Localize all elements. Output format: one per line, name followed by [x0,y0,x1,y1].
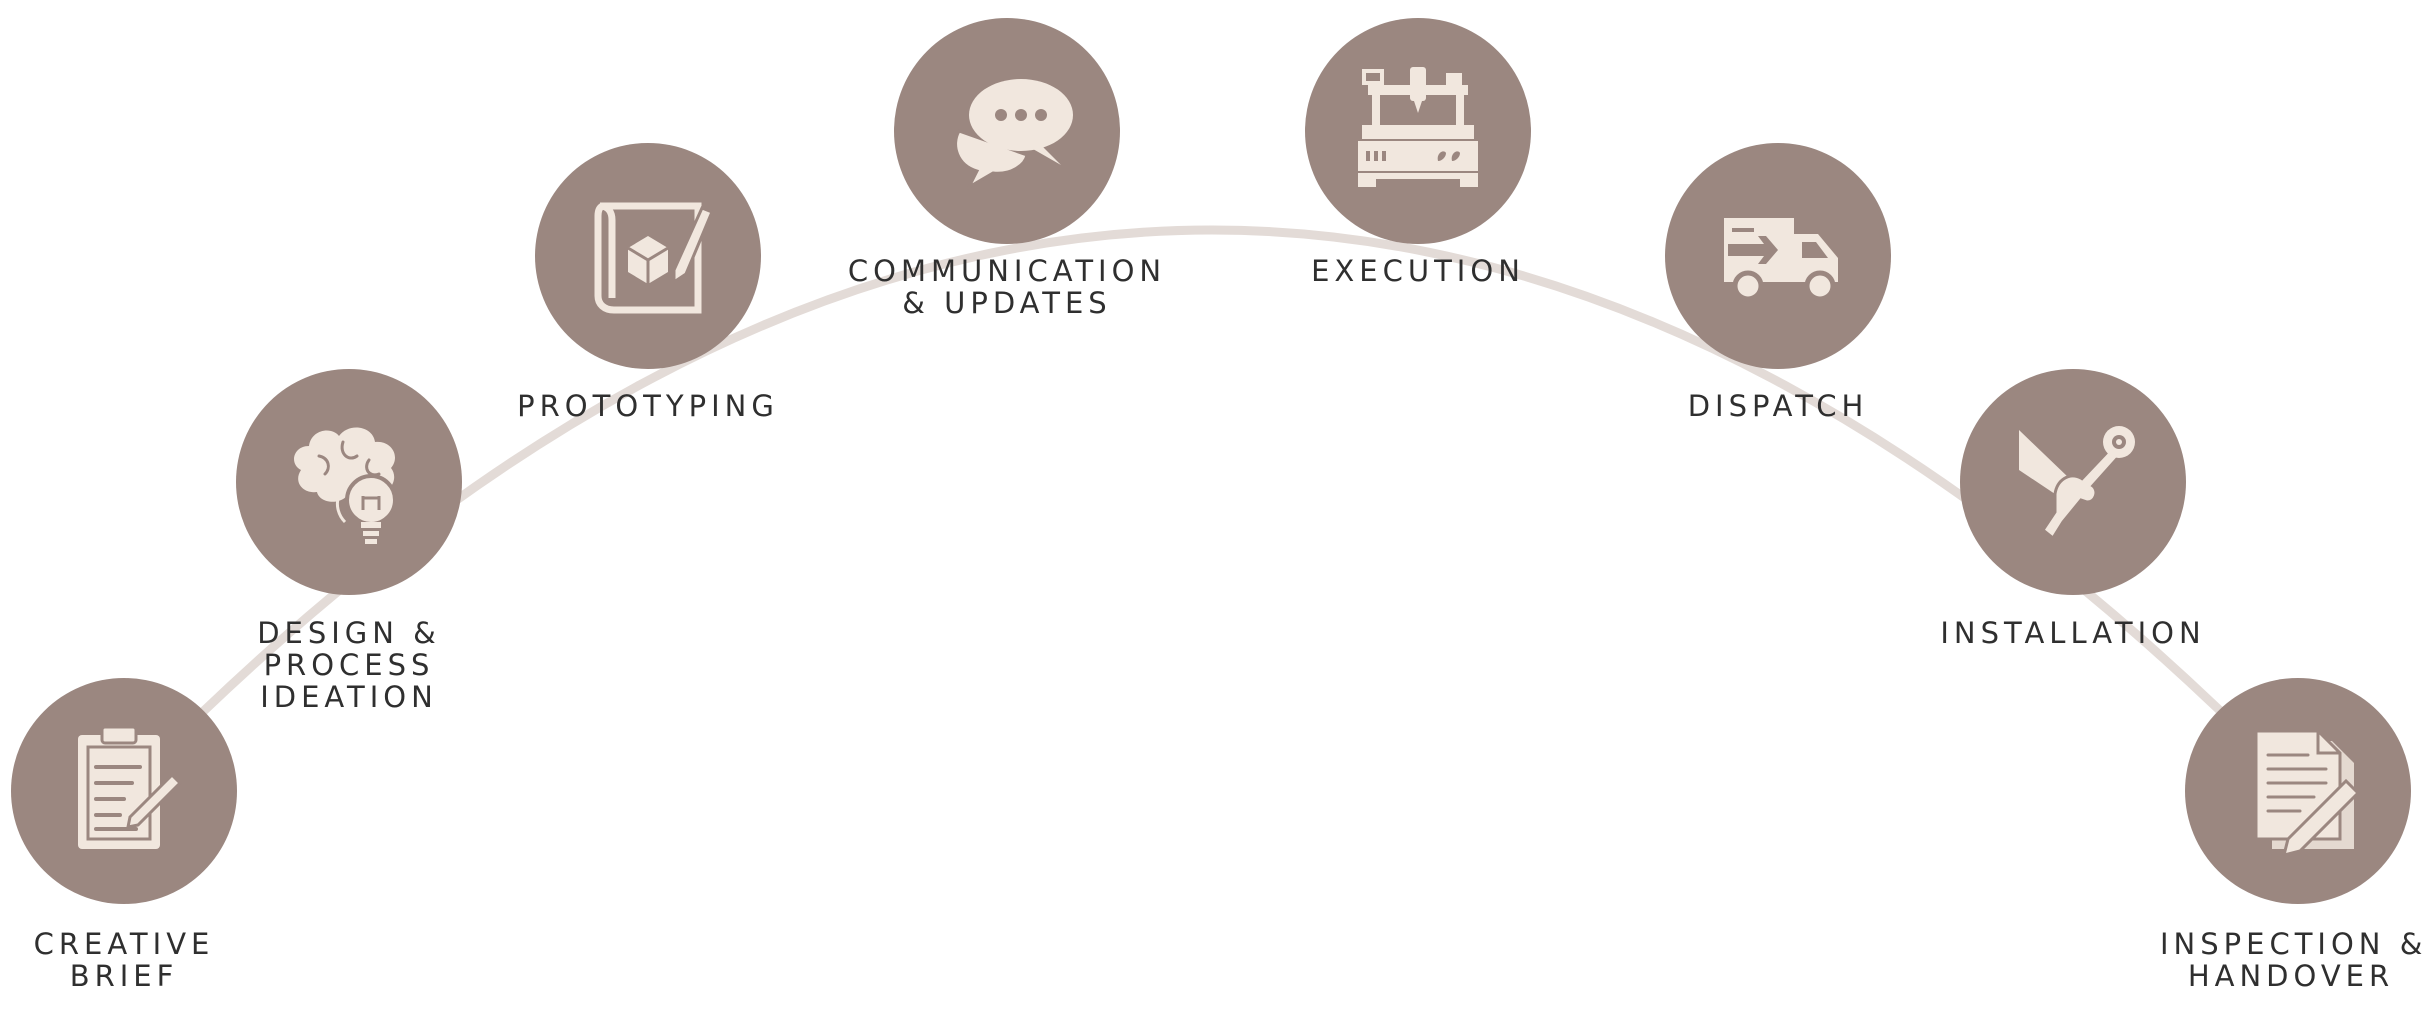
step-execution-line-1: EXECUTION [1311,254,1525,288]
chat-bubbles-icon [954,79,1073,191]
step-installation-label: INSTALLATION [1918,617,2228,649]
blueprint-cube-icon [594,202,714,314]
document-pen-icon [2254,729,2361,858]
step-inspection-label: INSPECTION & HANDOVER [2160,928,2422,992]
step-dispatch-circle [1665,143,1891,369]
step-prototyping-line-1: PROTOTYPING [517,389,779,423]
step-design-ideation-line-2: PROCESS [263,648,435,682]
step-communication-circle [894,18,1120,244]
step-design-ideation-line-3: IDEATION [260,680,438,714]
step-inspection-circle [2185,678,2411,904]
step-inspection-line-2: HANDOVER [2187,959,2395,993]
cnc-machine-icon [1358,67,1478,187]
step-execution-circle [1305,18,1531,244]
step-dispatch-line-1: DISPATCH [1687,389,1869,423]
step-communication-label: COMMUNICATION & UPDATES [847,255,1167,319]
step-creative-brief-line-2: BRIEF [69,959,179,993]
brain-lightbulb-icon [294,427,397,544]
hand-wrench-icon [2019,426,2135,541]
delivery-truck-icon [1724,218,1838,302]
clipboard-pen-icon [78,725,183,849]
step-prototyping-circle [535,143,761,369]
step-communication-line-1: COMMUNICATION [847,254,1167,288]
step-prototyping-label: PROTOTYPING [508,390,788,422]
step-design-ideation-circle [236,369,462,595]
step-execution-label: EXECUTION [1272,255,1564,287]
step-creative-brief-label: CREATIVE BRIEF [13,928,235,992]
step-creative-brief-line-1: CREATIVE [33,927,215,961]
step-installation-line-1: INSTALLATION [1940,616,2206,650]
step-dispatch-label: DISPATCH [1653,390,1903,422]
step-inspection-line-1: INSPECTION & [2160,927,2425,961]
step-installation-circle [1960,369,2186,595]
step-creative-brief-circle [11,678,237,904]
step-design-ideation-label: DESIGN & PROCESS IDEATION [239,617,459,713]
step-communication-line-2: & UPDATES [902,286,1112,320]
step-design-ideation-line-1: DESIGN & [257,616,441,650]
